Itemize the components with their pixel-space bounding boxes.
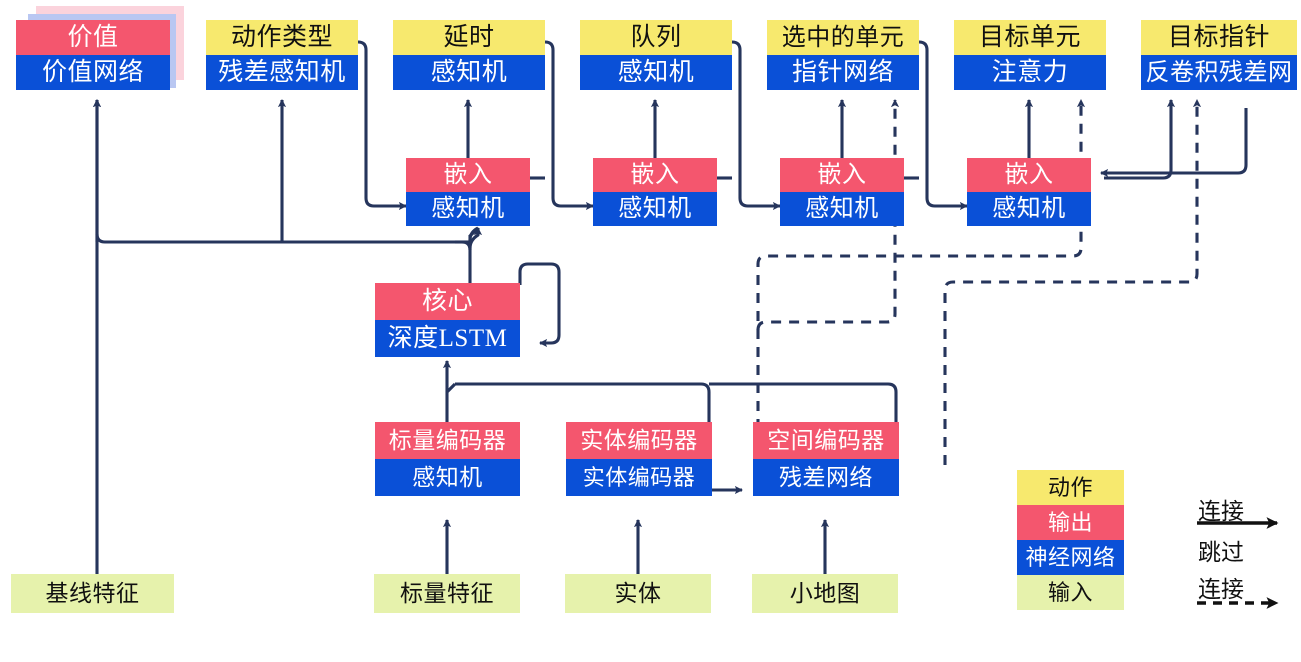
head-delay-network: 感知机 — [393, 55, 545, 90]
input-minimap[interactable]: 小地图 — [752, 574, 898, 613]
head-queued[interactable]: 队列 感知机 — [580, 20, 732, 90]
input-entities[interactable]: 实体 — [565, 574, 711, 613]
encoder-spatial[interactable]: 空间编码器 残差网络 — [753, 422, 899, 496]
encoder-scalar-network: 感知机 — [375, 459, 520, 496]
embedding-2[interactable]: 嵌入 感知机 — [593, 158, 717, 226]
legend-swatch-action: 动作 — [1017, 470, 1124, 505]
embedding-3-output: 嵌入 — [780, 158, 904, 192]
head-action-type-action: 动作类型 — [206, 20, 358, 55]
head-selected-units-network: 指针网络 — [767, 55, 919, 90]
legend-connection-label: 连接 — [1198, 499, 1244, 524]
core-block[interactable]: 核心 深度LSTM — [375, 283, 520, 357]
encoder-spatial-network: 残差网络 — [753, 459, 899, 496]
head-target-unit-action: 目标单元 — [954, 20, 1106, 55]
head-target-point-network: 反卷积残差网 — [1141, 55, 1297, 90]
encoder-scalar[interactable]: 标量编码器 感知机 — [375, 422, 520, 496]
embedding-3[interactable]: 嵌入 感知机 — [780, 158, 904, 226]
head-delay-action: 延时 — [393, 20, 545, 55]
encoder-entity-network: 实体编码器 — [566, 459, 712, 496]
head-target-point[interactable]: 目标指针 反卷积残差网 — [1141, 20, 1297, 90]
embedding-1-network: 感知机 — [406, 192, 530, 226]
legend-skip-label-line2: 连接 — [1198, 577, 1244, 602]
encoder-entity[interactable]: 实体编码器 实体编码器 — [566, 422, 712, 496]
core-network: 深度LSTM — [375, 320, 520, 357]
head-target-unit-network: 注意力 — [954, 55, 1106, 90]
legend-swatch-output: 输出 — [1017, 505, 1124, 540]
encoder-spatial-output: 空间编码器 — [753, 422, 899, 459]
embedding-4[interactable]: 嵌入 感知机 — [967, 158, 1091, 226]
head-action-type[interactable]: 动作类型 残差感知机 — [206, 20, 358, 90]
embedding-3-network: 感知机 — [780, 192, 904, 226]
embedding-2-output: 嵌入 — [593, 158, 717, 192]
embedding-4-output: 嵌入 — [967, 158, 1091, 192]
head-action-type-network: 残差感知机 — [206, 55, 358, 90]
head-delay[interactable]: 延时 感知机 — [393, 20, 545, 90]
input-scalar-features[interactable]: 标量特征 — [374, 574, 520, 613]
legend-swatches: 动作 输出 神经网络 输入 — [1017, 470, 1124, 610]
head-queued-network: 感知机 — [580, 55, 732, 90]
head-selected-units-action: 选中的单元 — [767, 20, 919, 55]
input-baseline-features[interactable]: 基线特征 — [11, 574, 174, 613]
head-queued-action: 队列 — [580, 20, 732, 55]
embedding-1[interactable]: 嵌入 感知机 — [406, 158, 530, 226]
head-value-network: 价值网络 — [16, 55, 170, 90]
head-value[interactable]: 价值 价值网络 — [16, 20, 170, 90]
embedding-4-network: 感知机 — [967, 192, 1091, 226]
embedding-2-network: 感知机 — [593, 192, 717, 226]
head-target-point-action: 目标指针 — [1141, 20, 1297, 55]
encoder-scalar-output: 标量编码器 — [375, 422, 520, 459]
head-value-action: 价值 — [16, 20, 170, 55]
embedding-1-output: 嵌入 — [406, 158, 530, 192]
encoder-entity-output: 实体编码器 — [566, 422, 712, 459]
core-output: 核心 — [375, 283, 520, 320]
head-target-unit[interactable]: 目标单元 注意力 — [954, 20, 1106, 90]
legend-swatch-input: 输入 — [1017, 575, 1124, 610]
head-selected-units[interactable]: 选中的单元 指针网络 — [767, 20, 919, 90]
legend-swatch-network: 神经网络 — [1017, 540, 1124, 575]
legend-skip-label-line1: 跳过 — [1198, 540, 1244, 565]
